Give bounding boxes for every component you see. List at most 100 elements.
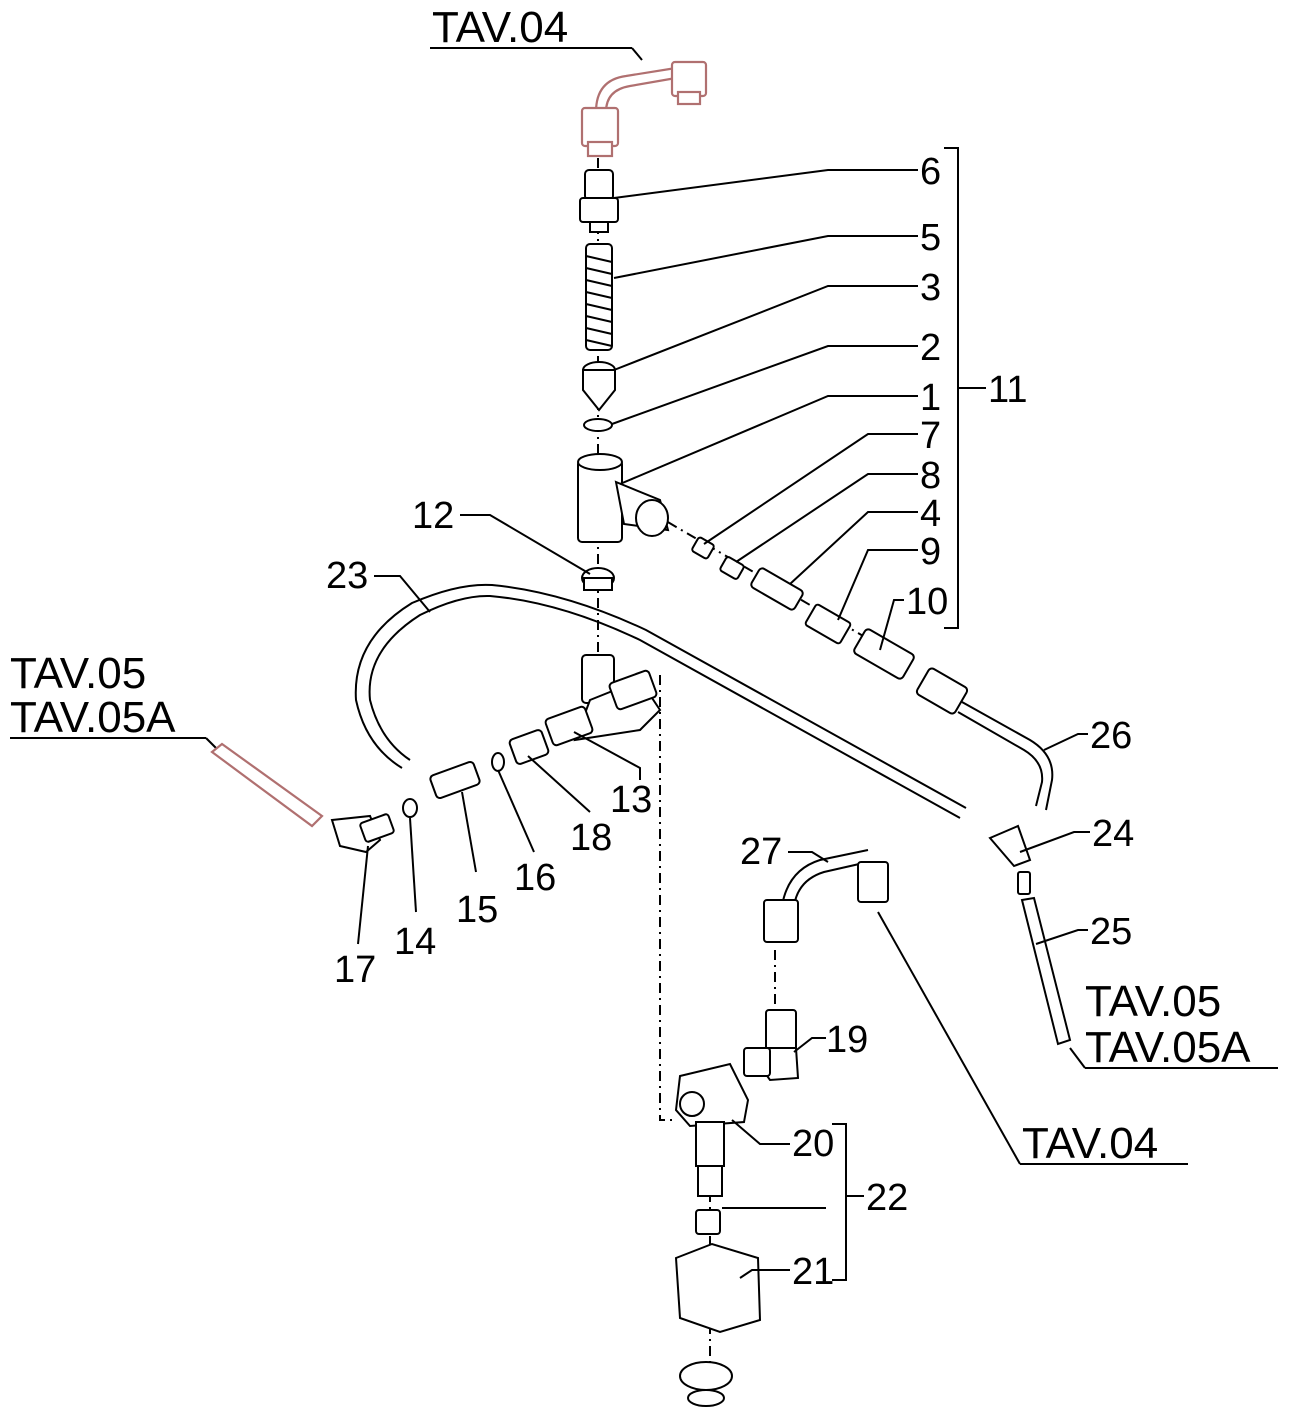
label-21-text: 21 bbox=[792, 1251, 834, 1293]
part-5-spring bbox=[585, 243, 613, 351]
leader-19 bbox=[793, 1037, 826, 1053]
label-5-text: 5 bbox=[920, 217, 941, 259]
label-23-text: 23 bbox=[326, 555, 368, 597]
part-19-elbow bbox=[743, 1009, 800, 1082]
leader-4 bbox=[789, 511, 918, 585]
ref-bottom[interactable]: TAV.04 bbox=[877, 911, 1188, 1168]
lower-tee-and-fittings bbox=[573, 654, 662, 742]
part-16 bbox=[491, 752, 505, 772]
left-tube-highlight bbox=[210, 742, 324, 828]
part-3-valve bbox=[582, 361, 616, 412]
label-24[interactable]: 24 bbox=[1019, 813, 1134, 855]
ref-top[interactable]: TAV.04 bbox=[430, 3, 643, 61]
ref-top-leader bbox=[631, 47, 643, 61]
leader-8 bbox=[735, 473, 918, 563]
label-5[interactable]: 5 bbox=[613, 217, 941, 279]
solenoid-axis bbox=[659, 675, 675, 1121]
label-6-text: 6 bbox=[920, 151, 941, 193]
label-27[interactable]: 27 bbox=[740, 831, 829, 873]
ref-bottom-leader bbox=[877, 911, 1021, 1165]
label-12[interactable]: 12 bbox=[412, 495, 591, 575]
leader-18 bbox=[527, 755, 591, 813]
leader-1 bbox=[619, 395, 918, 485]
part-4-spring bbox=[750, 567, 804, 611]
label-9[interactable]: 9 bbox=[837, 531, 941, 621]
label-10[interactable]: 10 bbox=[879, 581, 948, 651]
part-6-nipple bbox=[579, 169, 619, 233]
label-19[interactable]: 19 bbox=[793, 1019, 868, 1061]
leader-25 bbox=[1035, 929, 1088, 945]
label-16-text: 16 bbox=[514, 857, 556, 899]
label-3[interactable]: 3 bbox=[613, 267, 941, 371]
ref-left-label-2: TAV.05A bbox=[10, 693, 176, 742]
side-axis bbox=[629, 499, 871, 641]
part-15 bbox=[429, 760, 481, 800]
label-19-text: 19 bbox=[826, 1019, 868, 1061]
part-14 bbox=[402, 798, 418, 818]
label-12-text: 12 bbox=[412, 495, 454, 537]
part-20-valve-body bbox=[674, 1062, 750, 1197]
label-7-text: 7 bbox=[920, 415, 941, 457]
part-26-pipe bbox=[915, 667, 1054, 811]
label-11-bracket[interactable]: 11 bbox=[944, 147, 1027, 629]
label-14-text: 14 bbox=[394, 921, 436, 963]
label-20[interactable]: 20 bbox=[731, 1119, 834, 1165]
label-23[interactable]: 23 bbox=[326, 555, 431, 613]
part-27-pipe bbox=[763, 849, 889, 943]
label-18[interactable]: 18 bbox=[527, 755, 612, 859]
label-8[interactable]: 8 bbox=[735, 455, 941, 563]
ref-right-label-2: TAV.05A bbox=[1085, 1023, 1251, 1072]
leader-17 bbox=[357, 845, 369, 945]
label-2-text: 2 bbox=[920, 327, 941, 369]
label-16[interactable]: 16 bbox=[497, 769, 556, 899]
label-1-text: 1 bbox=[920, 377, 941, 419]
label-13[interactable]: 13 bbox=[573, 731, 652, 821]
leader-2 bbox=[611, 345, 918, 425]
label-18-text: 18 bbox=[570, 817, 612, 859]
leader-26 bbox=[1043, 733, 1088, 751]
leader-27 bbox=[788, 851, 829, 863]
leader-3 bbox=[613, 285, 918, 371]
label-2[interactable]: 2 bbox=[611, 327, 941, 425]
part-23-tube bbox=[354, 583, 967, 819]
label-25[interactable]: 25 bbox=[1035, 911, 1132, 953]
label-21[interactable]: 21 bbox=[739, 1251, 834, 1293]
ref-right[interactable]: TAV.05 TAV.05A bbox=[1069, 977, 1278, 1072]
label-6[interactable]: 6 bbox=[613, 151, 941, 199]
leader-12 bbox=[460, 514, 591, 575]
ref-right-label-1: TAV.05 bbox=[1085, 977, 1221, 1026]
ref-left-label-1: TAV.05 bbox=[10, 649, 146, 698]
label-22-bracket[interactable]: 22 bbox=[722, 1123, 908, 1281]
label-17-text: 17 bbox=[334, 949, 376, 991]
label-7[interactable]: 7 bbox=[703, 415, 941, 545]
label-26[interactable]: 26 bbox=[1043, 715, 1132, 757]
label-20-text: 20 bbox=[792, 1123, 834, 1165]
leader-23 bbox=[374, 575, 431, 613]
bracket-11 bbox=[944, 147, 959, 629]
ref-left[interactable]: TAV.05 TAV.05A bbox=[10, 649, 219, 751]
part-13 bbox=[544, 705, 594, 747]
part-10-fitting bbox=[853, 628, 915, 680]
leader-6 bbox=[613, 169, 918, 199]
ref-top-label: TAV.04 bbox=[432, 3, 568, 52]
ref-bottom-label: TAV.04 bbox=[1022, 1119, 1158, 1168]
label-26-text: 26 bbox=[1090, 715, 1132, 757]
label-22-text: 22 bbox=[866, 1177, 908, 1219]
label-1[interactable]: 1 bbox=[619, 377, 941, 485]
label-4[interactable]: 4 bbox=[789, 493, 941, 585]
label-13-text: 13 bbox=[610, 779, 652, 821]
part-9 bbox=[804, 603, 852, 645]
label-24-text: 24 bbox=[1092, 813, 1134, 855]
leader-10 bbox=[879, 599, 904, 651]
label-4-text: 4 bbox=[920, 493, 941, 535]
label-17[interactable]: 17 bbox=[334, 845, 376, 991]
part-2-oring bbox=[583, 418, 613, 432]
part-17-elbow bbox=[330, 813, 395, 854]
leader-7 bbox=[703, 433, 918, 545]
bracket-22 bbox=[832, 1123, 847, 1281]
part-25-tube bbox=[1020, 896, 1072, 1046]
label-8-text: 8 bbox=[920, 455, 941, 497]
label-15[interactable]: 15 bbox=[456, 791, 498, 931]
label-14[interactable]: 14 bbox=[394, 817, 436, 963]
